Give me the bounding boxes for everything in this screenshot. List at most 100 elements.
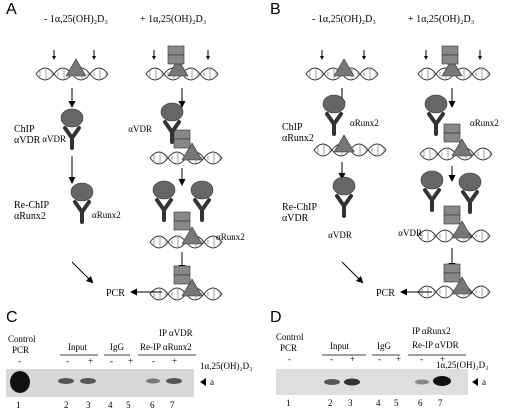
rechip-antibody: αRunx2	[14, 211, 46, 222]
panel-a-rechip-plus: αRunx2	[149, 179, 245, 249]
rechip-label: Re-ChIP	[282, 202, 317, 213]
panel-b-minus-condition: - 1α,25(OH)₂D₃	[312, 14, 376, 25]
gel-band	[80, 378, 96, 384]
input-label: Input	[330, 341, 349, 351]
rechip-label: Re-ChIP	[14, 200, 49, 211]
svg-text:+: +	[128, 356, 133, 366]
chip-antibody: αRunx2	[282, 133, 314, 144]
svg-text:-: -	[152, 356, 155, 366]
panel-b-rechip-minus: αVDR	[328, 175, 357, 240]
svg-text:+: +	[88, 356, 93, 366]
svg-text:αRunx2: αRunx2	[470, 118, 499, 128]
panel-a-chip-minus: αVDR	[42, 107, 85, 150]
svg-text:+: +	[396, 354, 401, 364]
chip-label: ChIP	[282, 122, 303, 133]
panel-a-dna-minus	[35, 49, 109, 81]
input-label: Input	[68, 342, 87, 352]
svg-text:-: -	[330, 354, 333, 364]
igg-label: IgG	[110, 342, 124, 352]
ip-label: IP αVDR	[159, 328, 193, 338]
panel-b-chip-plus: αRunx2	[419, 93, 499, 161]
panel-a: A - 1α,25(OH)₂D₃ + 1α,25(OH)₂D₃ ChIP αVD…	[6, 1, 245, 301]
gel-band	[324, 379, 340, 385]
panel-a-dna-plus	[145, 45, 219, 81]
panel-a-plus-condition: + 1α,25(OH)₂D₃	[140, 14, 206, 25]
band-label: a	[482, 377, 486, 387]
panel-a-rechip-minus: αRunx2	[69, 181, 121, 224]
svg-text:-: -	[420, 354, 423, 364]
gel-image	[6, 369, 194, 397]
control-pcr-label: Control	[8, 334, 36, 344]
panel-d-letter: D	[270, 309, 282, 326]
svg-text:1: 1	[286, 398, 291, 408]
svg-text:-: -	[378, 354, 381, 364]
lane-numbers: 1 2 3 4 5 6 7	[286, 398, 443, 408]
svg-text:3: 3	[86, 400, 91, 410]
band-label: a	[210, 377, 214, 387]
gel-band	[166, 378, 182, 384]
svg-text:1: 1	[16, 400, 21, 410]
svg-text:3: 3	[348, 398, 353, 408]
svg-text:6: 6	[418, 398, 423, 408]
panel-b-dna-minus	[305, 49, 379, 81]
panel-b-letter: B	[270, 1, 281, 18]
panel-b-chip-minus: αRunx2	[313, 93, 387, 157]
svg-text:αVDR: αVDR	[398, 228, 422, 238]
svg-text:+: +	[172, 356, 177, 366]
band-pointer-icon	[200, 378, 206, 386]
pcr-label: PCR	[106, 288, 125, 299]
svg-text:+: +	[440, 354, 445, 364]
svg-text:αVDR: αVDR	[42, 134, 66, 144]
svg-text:+: +	[350, 354, 355, 364]
gel-band	[58, 378, 74, 384]
chip-antibody: αVDR	[14, 135, 41, 146]
svg-text:5: 5	[394, 398, 399, 408]
control-pcr-label: PCR	[12, 345, 29, 355]
svg-text:2: 2	[328, 398, 333, 408]
gel-band	[146, 378, 160, 384]
svg-text:7: 7	[438, 398, 443, 408]
panel-b-rechip-plus: αVDR	[398, 169, 491, 243]
igg-label: IgG	[377, 341, 391, 351]
panel-a-minus-condition: - 1α,25(OH)₂D₃	[44, 14, 108, 25]
svg-text:2: 2	[64, 400, 69, 410]
band-pointer-icon	[472, 378, 478, 386]
treatment-label: 1α,25(OH)₂D₃	[436, 360, 488, 370]
treatment-label: 1α,25(OH)₂D₃	[200, 361, 252, 371]
lane-numbers: 1 2 3 4 5 6 7	[16, 400, 175, 410]
panel-b: B - 1α,25(OH)₂D₃ + 1α,25(OH)₂D₃ ChIP αRu…	[270, 1, 499, 299]
gel-band	[433, 376, 451, 386]
panel-a-pcr-product	[149, 265, 223, 301]
svg-text:αRunx2: αRunx2	[350, 118, 379, 128]
reip-label: Re-IP αVDR	[412, 340, 459, 350]
svg-text:-: -	[288, 354, 291, 364]
rechip-antibody: αVDR	[282, 213, 309, 224]
svg-text:-: -	[110, 356, 113, 366]
svg-text:5: 5	[126, 400, 131, 410]
svg-text:-: -	[66, 356, 69, 366]
svg-text:αRunx2: αRunx2	[216, 232, 245, 242]
panel-c-letter: C	[6, 309, 18, 326]
panel-b-pcr-product	[417, 263, 491, 299]
gel-band	[10, 371, 30, 393]
svg-text:αVDR: αVDR	[328, 230, 352, 240]
panel-a-letter: A	[6, 1, 17, 18]
chip-label: ChIP	[14, 124, 35, 135]
svg-text:αRunx2: αRunx2	[92, 210, 121, 220]
reip-label: Re-IP αRunx2	[140, 342, 192, 352]
svg-text:-: -	[18, 356, 21, 366]
lane-signs: - - + - + - +	[18, 356, 177, 366]
panel-a-chip-plus: αVDR	[128, 101, 223, 165]
svg-text:αVDR: αVDR	[128, 124, 152, 134]
panel-c: C Control PCR IP αVDR Input IgG Re-IP αR…	[6, 309, 252, 410]
panel-b-dna-plus	[417, 45, 491, 81]
control-pcr-label: PCR	[280, 343, 297, 353]
ip-label: IP αRunx2	[412, 326, 451, 336]
gel-band	[415, 379, 429, 385]
lane-signs: - - + - + - +	[288, 354, 445, 364]
panel-d: D Control PCR IP αRunx2 Input IgG Re-IP …	[270, 309, 488, 408]
control-pcr-label: Control	[276, 332, 304, 342]
panel-b-plus-condition: + 1α,25(OH)₂D₃	[408, 14, 474, 25]
arrow	[341, 261, 364, 284]
